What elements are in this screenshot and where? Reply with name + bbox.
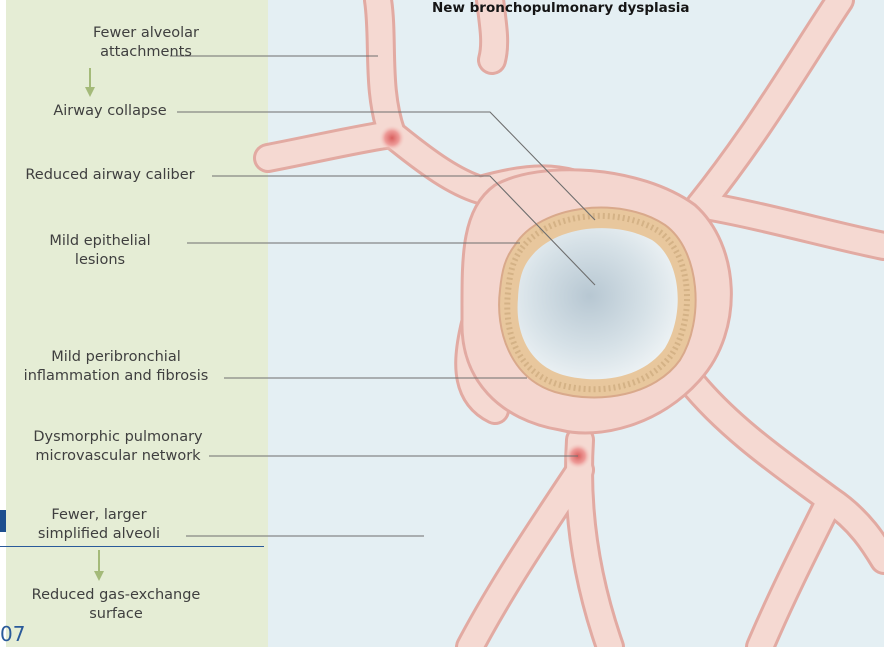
label-airway-collapse: Airway collapse bbox=[40, 102, 180, 121]
label-mild-epithelial-lesions: Mild epithelial lesions bbox=[20, 232, 180, 270]
label-dysmorphic-microvascular-network: Dysmorphic pulmonary microvascular netwo… bbox=[18, 428, 218, 466]
down-arrow-icon bbox=[84, 68, 96, 98]
down-arrow-icon bbox=[93, 550, 105, 582]
page-number: 07 bbox=[0, 622, 25, 646]
slide-accent-bar bbox=[0, 510, 6, 532]
label-mild-peribronchial-inflammation: Mild peribronchial inflammation and fibr… bbox=[10, 348, 222, 386]
figure-title: New bronchopulmonary dysplasia bbox=[432, 0, 690, 17]
slide-rule bbox=[0, 546, 264, 547]
label-reduced-airway-caliber: Reduced airway caliber bbox=[10, 166, 210, 185]
label-fewer-alveolar-attachments: Fewer alveolar attachments bbox=[46, 24, 246, 62]
label-reduced-gas-exchange-surface: Reduced gas-exchange surface bbox=[18, 586, 214, 624]
label-simplified-alveoli: Fewer, larger simplified alveoli bbox=[14, 506, 184, 544]
microvessel-upper bbox=[379, 125, 405, 151]
